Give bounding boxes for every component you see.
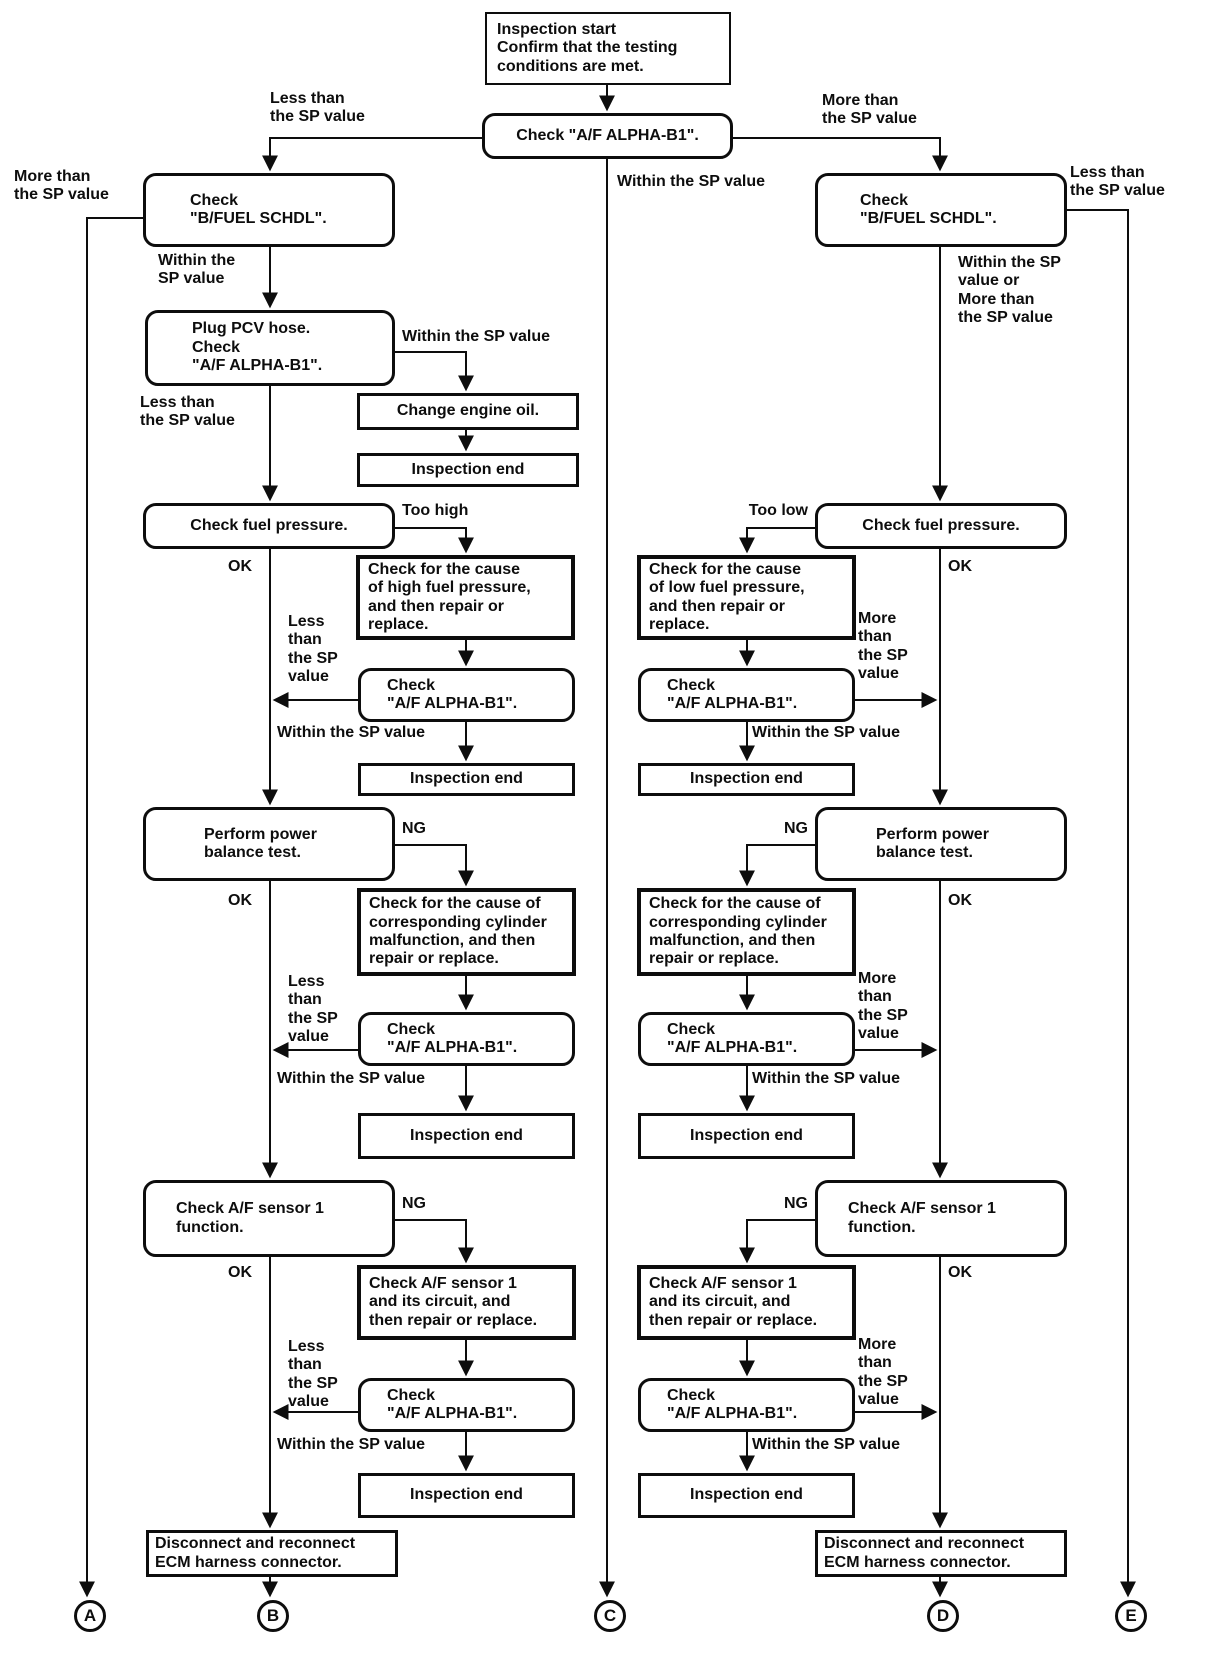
node-disconnect-ecm-left: Disconnect and reconnect ECM harness con… [146,1530,398,1577]
node-check-af-fuel-right: Check "A/F ALPHA-B1". [638,668,855,722]
terminal-b: B [257,1600,289,1632]
node-sensor-circuit-left: Check A/F sensor 1 and its circuit, and … [357,1265,576,1340]
edge-label-less-than-top-left: Less than the SP value [270,90,365,126]
node-check-af-sensor-row-left: Check "A/F ALPHA-B1". [358,1378,575,1432]
node-inspection-end-sensor-left: Inspection end [358,1473,575,1518]
edge-label-ok-sensor-left: OK [228,1264,252,1281]
edge-label-less-than-plug-row: Less than the SP value [140,394,235,430]
node-check-af-pb-right: Check "A/F ALPHA-B1". [638,1012,855,1066]
edge-label-more-stacked-fuel-right: More than the SP value [858,610,908,683]
edge-label-more-than-far-left: More than the SP value [14,168,109,204]
edge-label-ng-pb-right: NG [784,820,808,837]
node-inspection-end-oil: Inspection end [357,453,579,487]
node-check-af-sensor-left: Check A/F sensor 1 function. [143,1180,395,1257]
edge-label-within-fuel-left: Within the SP value [277,724,426,741]
edge-label-within-pb-right: Within the SP value [752,1070,901,1087]
node-check-af-sensor-row-right: Check "A/F ALPHA-B1". [638,1378,855,1432]
edge-label-ng-sensor-left: NG [402,1195,426,1212]
node-disconnect-ecm-right: Disconnect and reconnect ECM harness con… [815,1530,1067,1577]
edge-label-more-stacked-sensor-right: More than the SP value [858,1336,908,1409]
node-inspection-end-pb-right: Inspection end [638,1113,855,1159]
edge-label-within-fuel-right: Within the SP value [752,724,901,741]
node-change-engine-oil: Change engine oil. [357,393,579,430]
edge-label-ok-pb-right: OK [948,892,972,909]
edge-label-less-stacked-fuel-left: Less than the SP value [288,613,338,686]
edge-label-too-low: Too low [748,502,808,519]
edge-label-within-middle: Within the SP value [617,173,766,190]
node-check-fuel-pressure-right: Check fuel pressure. [815,503,1067,549]
edge-label-within-pb-left: Within the SP value [277,1070,426,1087]
edge-label-less-than-far-right: Less than the SP value [1070,164,1165,200]
node-cause-cylinder-right: Check for the cause of corresponding cyl… [637,888,856,976]
node-power-balance-right: Perform power balance test. [815,807,1067,881]
edge-label-ok-fuel-left: OK [228,558,252,575]
node-inspection-end-fuel-right: Inspection end [638,763,855,796]
node-check-bfuel-left: Check "B/FUEL SCHDL". [143,173,395,247]
node-check-af-sensor-right: Check A/F sensor 1 function. [815,1180,1067,1257]
edge-label-more-stacked-pb-right: More than the SP value [858,970,908,1043]
node-cause-cylinder-left: Check for the cause of corresponding cyl… [357,888,576,976]
node-cause-low-fuel-pressure: Check for the cause of low fuel pressure… [637,555,856,640]
edge-label-within-sensor-left: Within the SP value [277,1436,426,1453]
edge-label-more-than-top-right: More than the SP value [822,92,917,128]
terminal-d: D [927,1600,959,1632]
node-sensor-circuit-right: Check A/F sensor 1 and its circuit, and … [637,1265,856,1340]
node-plug-pcv-hose: Plug PCV hose. Check "A/F ALPHA-B1". [145,310,395,386]
terminal-c: C [594,1600,626,1632]
node-power-balance-left: Perform power balance test. [143,807,395,881]
edge-label-within-sensor-right: Within the SP value [752,1436,901,1453]
node-inspection-end-pb-left: Inspection end [358,1113,575,1159]
edge-label-ok-sensor-right: OK [948,1264,972,1281]
edge-label-ok-fuel-right: OK [948,558,972,575]
node-check-af-pb-left: Check "A/F ALPHA-B1". [358,1012,575,1066]
edge-label-ng-sensor-right: NG [784,1195,808,1212]
edge-label-within-plug-row: Within the SP value [402,328,551,345]
edge-label-less-stacked-pb-left: Less than the SP value [288,973,338,1046]
node-cause-high-fuel-pressure: Check for the cause of high fuel pressur… [356,555,575,640]
node-check-bfuel-right: Check "B/FUEL SCHDL". [815,173,1067,247]
node-inspection-end-fuel-left: Inspection end [358,763,575,796]
node-check-af-fuel-left: Check "A/F ALPHA-B1". [358,668,575,722]
terminal-a: A [74,1600,106,1632]
terminal-e: E [1115,1600,1147,1632]
node-check-af-alpha-top: Check "A/F ALPHA-B1". [482,113,733,159]
edge-label-ok-pb-left: OK [228,892,252,909]
node-check-fuel-pressure-left: Check fuel pressure. [143,503,395,549]
edge-label-within-left: Within the SP value [158,252,236,288]
edge-label-less-stacked-sensor-left: Less than the SP value [288,1338,338,1411]
edge-label-within-or-more-right: Within the SP value or More than the SP … [958,254,1061,327]
edge-label-too-high: Too high [402,502,469,519]
edge-label-ng-pb-left: NG [402,820,426,837]
node-inspection-start: Inspection start Confirm that the testin… [485,12,731,85]
node-inspection-end-sensor-right: Inspection end [638,1473,855,1518]
